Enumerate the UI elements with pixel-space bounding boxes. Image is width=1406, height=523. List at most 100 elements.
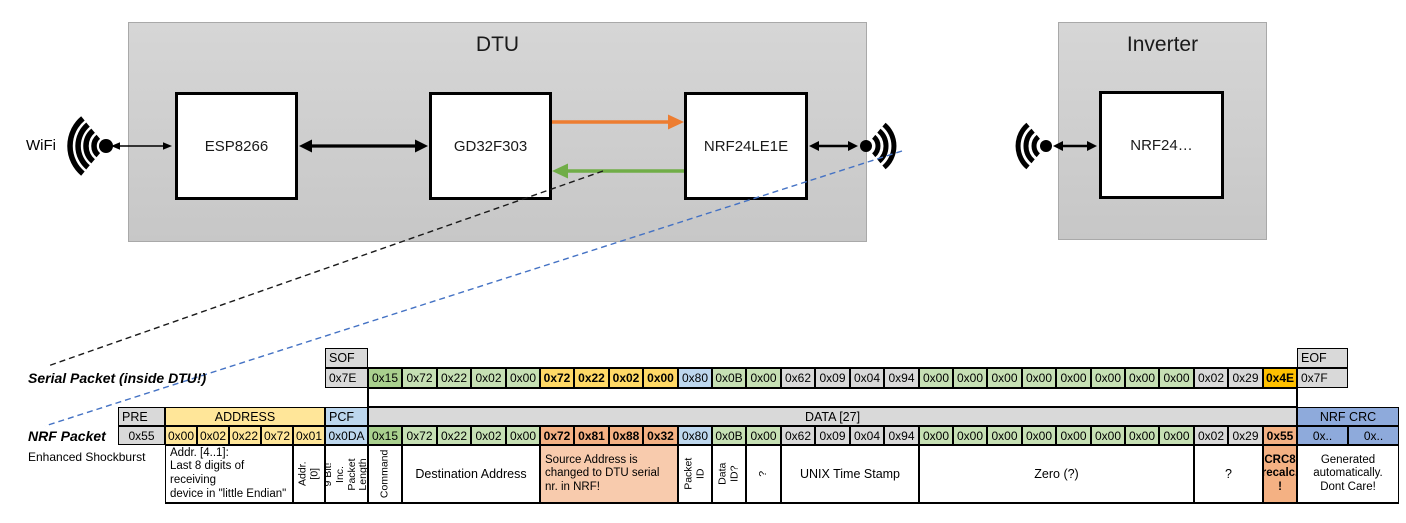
serial-byte-11: 0x00 xyxy=(746,368,781,388)
serial-byte-1: 0x72 xyxy=(402,368,437,388)
serial-byte-5: 0x72 xyxy=(540,368,574,388)
chip-gd32f303-label: GD32F303 xyxy=(453,137,528,155)
connector-right xyxy=(1296,388,1298,408)
serial-byte-3: 0x02 xyxy=(471,368,506,388)
serial-packet-label: Serial Packet (inside DTU!) xyxy=(28,370,207,386)
nrf-byte-7: 0x15 xyxy=(368,426,402,445)
nrf-byte-10: 0x02 xyxy=(471,426,506,445)
serial-sof-byte: 0x7E xyxy=(325,368,368,388)
serial-byte-16: 0x00 xyxy=(919,368,953,388)
nrf-byte-14: 0x88 xyxy=(609,426,643,445)
serial-byte-19: 0x00 xyxy=(1022,368,1056,388)
nrf-header-address: ADDRESS xyxy=(165,407,325,426)
serial-byte-6: 0x22 xyxy=(574,368,609,388)
nrf-byte-35: 0x.. xyxy=(1348,426,1399,445)
nrf-byte-34: 0x.. xyxy=(1297,426,1348,445)
annotation-8: ? xyxy=(746,445,781,503)
serial-sof-header: SOF xyxy=(325,348,368,368)
serial-byte-18: 0x00 xyxy=(987,368,1022,388)
connector-left xyxy=(367,388,369,408)
annotation-4: Destination Address xyxy=(402,445,540,503)
nrf-byte-28: 0x00 xyxy=(1091,426,1125,445)
serial-byte-2: 0x22 xyxy=(437,368,471,388)
inverter-title: Inverter xyxy=(1126,33,1199,56)
annotation-7: Data ID? xyxy=(712,445,746,503)
serial-byte-7: 0x02 xyxy=(609,368,643,388)
nrf-byte-0: 0x55 xyxy=(118,426,165,445)
nrf-byte-5: 0x01 xyxy=(293,426,325,445)
serial-byte-14: 0x04 xyxy=(850,368,884,388)
annotation-3: Command xyxy=(368,445,402,503)
chip-nrf24-inverter-label: NRF24… xyxy=(1130,136,1193,154)
chip-esp8266-label: ESP8266 xyxy=(204,137,269,155)
nrf-byte-15: 0x32 xyxy=(643,426,678,445)
nrf-byte-30: 0x00 xyxy=(1159,426,1194,445)
nrf-byte-9: 0x22 xyxy=(437,426,471,445)
nrf-byte-29: 0x00 xyxy=(1125,426,1159,445)
annotation-bottom-border xyxy=(165,502,1399,504)
serial-eof-header: EOF xyxy=(1297,348,1348,368)
annotation-2: 9 Bit! Inc. Packet Length xyxy=(325,445,368,503)
nrf-byte-33: 0x55 xyxy=(1263,426,1297,445)
serial-byte-9: 0x80 xyxy=(678,368,712,388)
serial-byte-22: 0x00 xyxy=(1125,368,1159,388)
serial-byte-12: 0x62 xyxy=(781,368,815,388)
serial-eof-byte: 0x7F xyxy=(1297,368,1348,388)
nrf-byte-2: 0x02 xyxy=(197,426,229,445)
enhanced-shockburst-label: Enhanced Shockburst xyxy=(28,450,146,464)
annotation-9: UNIX Time Stamp xyxy=(781,445,919,503)
nrf-header-pre: PRE xyxy=(118,407,165,426)
wifi-icon-inverter xyxy=(1015,122,1052,170)
nrf-byte-6: 0x0DA xyxy=(325,426,368,445)
serial-byte-17: 0x00 xyxy=(953,368,987,388)
serial-byte-4: 0x00 xyxy=(506,368,540,388)
serial-byte-21: 0x00 xyxy=(1091,368,1125,388)
inverter-box: Inverter xyxy=(1058,22,1267,240)
nrf-packet-label: NRF Packet xyxy=(28,428,106,444)
nrf-byte-25: 0x00 xyxy=(987,426,1022,445)
serial-byte-24: 0x02 xyxy=(1194,368,1228,388)
annotation-6: Packet ID xyxy=(678,445,712,503)
annotation-0: Addr. [4..1]: Last 8 digits of receiving… xyxy=(165,445,293,503)
annotation-13: Generated automatically. Dont Care! xyxy=(1297,445,1399,503)
nrf-header-pcf: PCF xyxy=(325,407,368,426)
nrf-byte-12: 0x72 xyxy=(540,426,574,445)
nrf-byte-26: 0x00 xyxy=(1022,426,1056,445)
nrf-byte-18: 0x00 xyxy=(746,426,781,445)
nrf-byte-1: 0x00 xyxy=(165,426,197,445)
nrf-byte-19: 0x62 xyxy=(781,426,815,445)
nrf-byte-31: 0x02 xyxy=(1194,426,1228,445)
serial-byte-8: 0x00 xyxy=(643,368,678,388)
annotation-12: CRC8 recalc. ! xyxy=(1263,445,1297,503)
nrf-byte-3: 0x22 xyxy=(229,426,261,445)
nrf-byte-32: 0x29 xyxy=(1228,426,1263,445)
serial-byte-23: 0x00 xyxy=(1159,368,1194,388)
serial-byte-15: 0x94 xyxy=(884,368,919,388)
serial-byte-25: 0x29 xyxy=(1228,368,1263,388)
serial-byte-20: 0x00 xyxy=(1056,368,1091,388)
nrf-byte-22: 0x94 xyxy=(884,426,919,445)
nrf-byte-13: 0x81 xyxy=(574,426,609,445)
nrf-byte-8: 0x72 xyxy=(402,426,437,445)
nrf-byte-23: 0x00 xyxy=(919,426,953,445)
nrf-byte-16: 0x80 xyxy=(678,426,712,445)
annotation-10: Zero (?) xyxy=(919,445,1194,503)
serial-byte-26: 0x4E xyxy=(1263,368,1297,388)
nrf-byte-20: 0x09 xyxy=(815,426,850,445)
annotation-5: Source Address is changed to DTU serial … xyxy=(540,445,678,503)
nrf-byte-24: 0x00 xyxy=(953,426,987,445)
nrf-byte-11: 0x00 xyxy=(506,426,540,445)
serial-byte-10: 0x0B xyxy=(712,368,746,388)
nrf-header-nrf-crc: NRF CRC xyxy=(1297,407,1399,426)
serial-byte-0: 0x15 xyxy=(368,368,402,388)
annotation-1: Addr.[0] xyxy=(293,445,325,503)
wifi-label: WiFi xyxy=(26,137,56,154)
chip-nrf24le1e-label: NRF24LE1E xyxy=(703,137,789,155)
nrf-byte-17: 0x0B xyxy=(712,426,746,445)
nrf-header-data-27-: DATA [27] xyxy=(368,407,1297,426)
serial-byte-13: 0x09 xyxy=(815,368,850,388)
nrf-byte-21: 0x04 xyxy=(850,426,884,445)
nrf-byte-4: 0x72 xyxy=(261,426,293,445)
